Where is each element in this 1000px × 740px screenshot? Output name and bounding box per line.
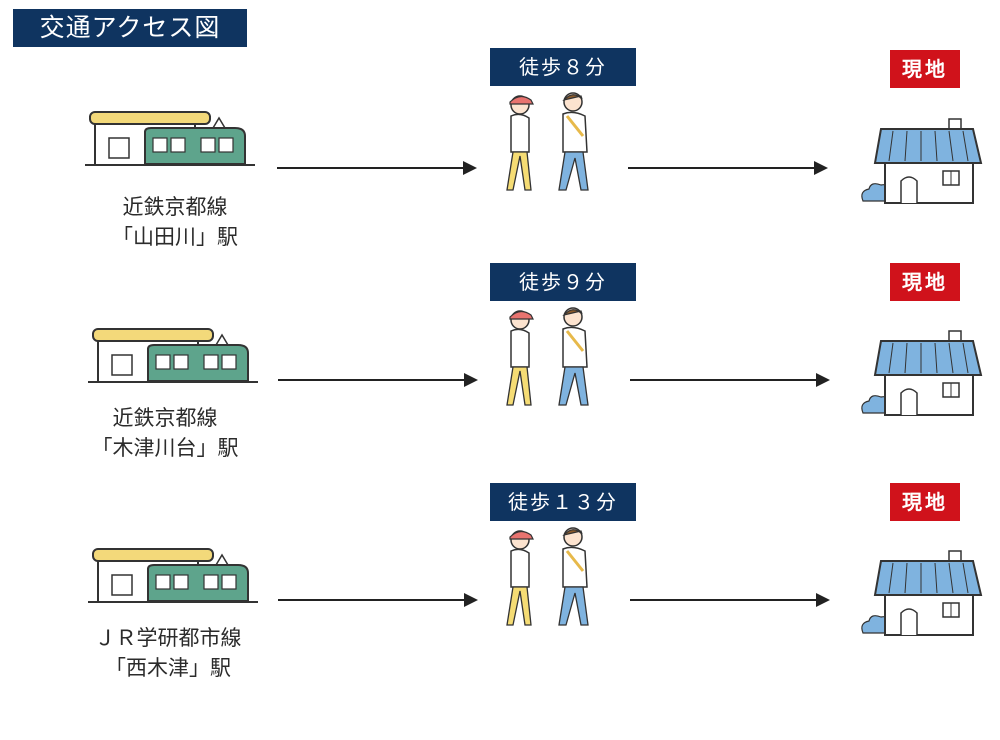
arrow-right-icon — [630, 593, 830, 607]
line-name: 近鉄京都線 — [122, 195, 228, 219]
house-icon — [861, 330, 983, 416]
line-name: 近鉄京都線 — [112, 406, 218, 430]
walk-time-badge: 徒歩１３分 — [490, 483, 636, 521]
walk-time-badge: 徒歩９分 — [490, 263, 636, 301]
destination-badge: 現地 — [890, 483, 960, 521]
train-station-icon — [88, 548, 258, 603]
route-1: 近鉄京都線 「山田川」駅 徒歩８分 現地 — [0, 48, 1000, 303]
route-2: 近鉄京都線 「木津川台」駅 徒歩９分 現地 — [0, 263, 1000, 520]
station-label: 「木津川台」駅 — [91, 436, 239, 460]
arrow-right-icon — [277, 161, 477, 175]
arrow-right-icon — [278, 593, 478, 607]
station-name: ＪＲ学研都市線 「西木津」駅 — [48, 623, 288, 683]
line-name: ＪＲ学研都市線 — [94, 626, 242, 650]
walk-time-badge: 徒歩８分 — [490, 48, 636, 86]
destination-badge: 現地 — [890, 50, 960, 88]
house-icon — [861, 118, 983, 204]
page-title: 交通アクセス図 — [13, 9, 247, 47]
arrow-right-icon — [278, 373, 478, 387]
house-icon — [861, 550, 983, 636]
walking-people-icon — [506, 527, 589, 626]
station-label: 「西木津」駅 — [105, 656, 231, 680]
arrow-right-icon — [630, 373, 830, 387]
walking-people-icon — [506, 307, 589, 406]
train-station-icon — [88, 328, 258, 383]
walking-people-icon — [506, 92, 589, 191]
route-3: ＪＲ学研都市線 「西木津」駅 徒歩１３分 現地 — [0, 483, 1000, 740]
destination-badge: 現地 — [890, 263, 960, 301]
station-name: 近鉄京都線 「木津川台」駅 — [45, 403, 285, 463]
train-station-icon — [85, 111, 255, 166]
station-name: 近鉄京都線 「山田川」駅 — [55, 192, 295, 252]
station-label: 「山田川」駅 — [112, 225, 238, 249]
arrow-right-icon — [628, 161, 828, 175]
